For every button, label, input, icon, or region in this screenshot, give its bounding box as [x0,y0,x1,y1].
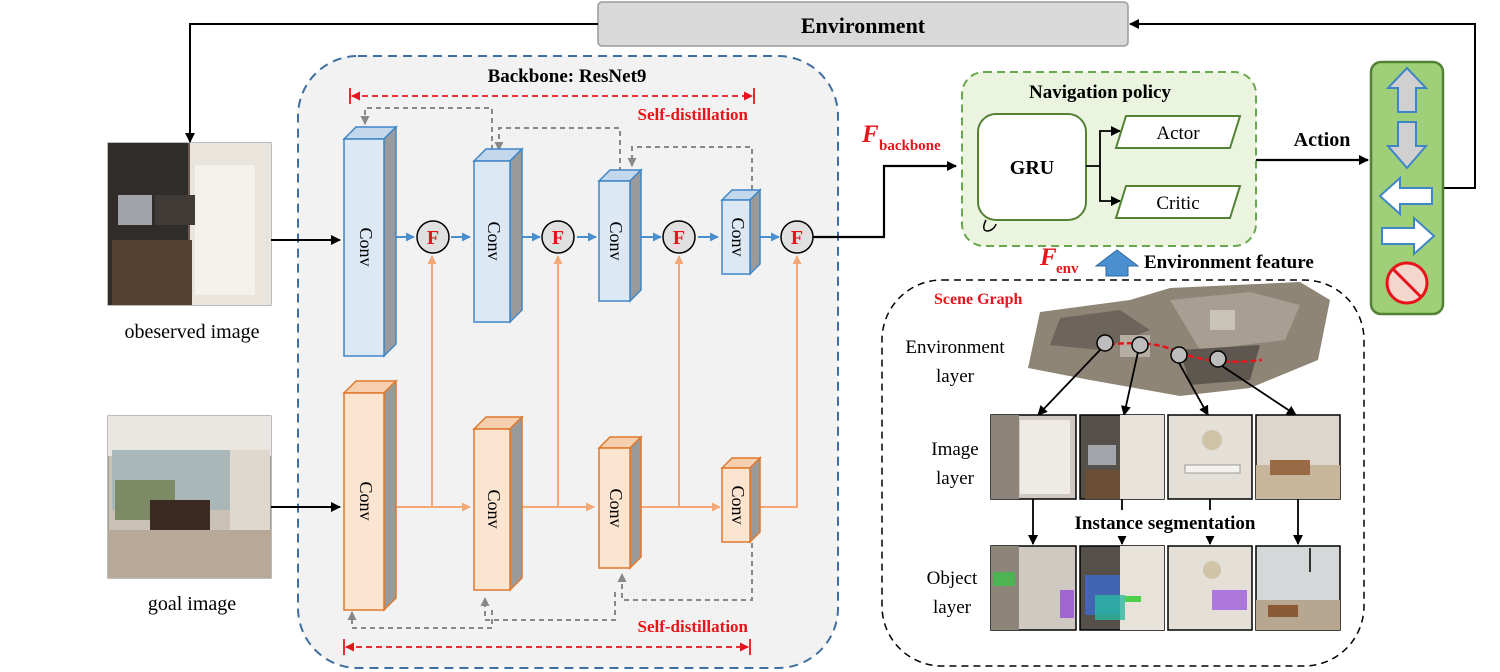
object-layer-thumb-3 [1167,545,1253,631]
conv-block-observed-2: Conv [472,147,524,324]
image-layer-label: Image [931,439,978,460]
actor-label: Actor [1156,123,1200,144]
svg-text:F: F [1039,244,1057,271]
observed-image [107,142,272,306]
svg-text:layer: layer [936,366,975,387]
instance-segmentation-label: Instance segmentation [1074,513,1255,534]
environment-label: Environment [801,13,926,38]
conv-label: Conv [728,485,748,524]
backbone-to-gru-arrow [813,161,957,239]
svg-text:F: F [861,121,879,148]
conv-block-observed-4: Conv [720,188,762,276]
conv-label: Conv [356,227,376,266]
env-feature-up-arrow [1094,249,1140,277]
backbone-title: Backbone: ResNet9 [488,66,647,87]
navigation-policy-title: Navigation policy [1029,82,1171,103]
conv-label: Conv [484,489,504,528]
conv-block-goal-2: Conv [472,415,524,592]
conv-label: Conv [728,217,748,256]
f-env-label: F env [1039,244,1079,277]
environment-bar: Environment [597,1,1129,47]
conv-block-observed-1: Conv [342,125,398,358]
actor-block: Actor [1114,115,1242,149]
arrow-right-icon [1381,215,1436,257]
svg-text:F: F [673,227,685,249]
conv-label: Conv [606,221,626,260]
image-layer-thumb-4 [1255,414,1341,500]
conv-block-goal-3: Conv [597,435,643,570]
self-distillation-top-label: Self-distillation [637,105,748,124]
environment-layer-label: Environment [905,337,1005,358]
svg-text:F: F [427,227,439,249]
stop-icon [1385,261,1429,305]
svg-text:env: env [1056,261,1079,277]
gru-branches [1086,126,1121,206]
environment-mesh [1028,282,1330,396]
arrow-left-icon [1378,175,1433,217]
image-layer-thumb-1 [990,414,1077,500]
conv-block-observed-3: Conv [597,168,643,303]
observed-image-caption: obeserved image [125,321,260,343]
fusion-node-3: F [662,220,696,254]
conv-label: Conv [606,488,626,527]
goal-image [107,415,272,579]
critic-block: Critic [1114,185,1242,219]
critic-label: Critic [1156,193,1199,214]
top-distillation-links [360,107,753,190]
f-backbone-label: F backbone [861,121,941,154]
action-to-env-arrow [1129,19,1476,189]
graph-edges [1037,349,1297,416]
conv-label: Conv [356,481,376,520]
object-layer-thumb-4 [1255,545,1341,631]
object-layer-thumb-1 [990,545,1077,631]
graph-nodes [1096,334,1227,368]
conv-label: Conv [484,221,504,260]
image-layer-thumb-2 [1079,414,1165,500]
arrow-up-icon [1385,66,1429,113]
svg-text:F: F [791,227,803,249]
env-to-observation-arrow [185,23,598,143]
svg-text:F: F [552,227,564,249]
environment-feature-label: Environment feature [1144,252,1314,273]
object-layer-thumb-2 [1079,545,1165,631]
gru-recurrent-loop [983,219,997,232]
backbone-panel [297,55,839,669]
arrow-down-icon [1385,121,1429,170]
bottom-distillation-links [347,543,753,629]
gru-label: GRU [1010,157,1054,179]
fusion-node-4: F [780,220,814,254]
fusion-node-1: F [416,220,450,254]
image-layer-thumb-3 [1167,414,1253,500]
object-layer-label: Object [927,568,978,589]
svg-text:layer: layer [933,597,972,618]
action-label: Action [1294,129,1351,151]
scene-graph-title: Scene Graph [934,291,1023,308]
svg-text:layer: layer [936,468,975,489]
conv-block-goal-4: Conv [720,456,762,544]
goal-image-caption: goal image [148,593,236,615]
conv-block-goal-1: Conv [342,379,398,612]
self-distillation-bottom-label: Self-distillation [637,617,748,636]
action-panel [1369,60,1445,316]
fusion-node-2: F [541,220,575,254]
svg-text:backbone: backbone [879,138,941,154]
gru-block: GRU [977,113,1087,221]
goal-to-fusion-links [427,255,802,508]
